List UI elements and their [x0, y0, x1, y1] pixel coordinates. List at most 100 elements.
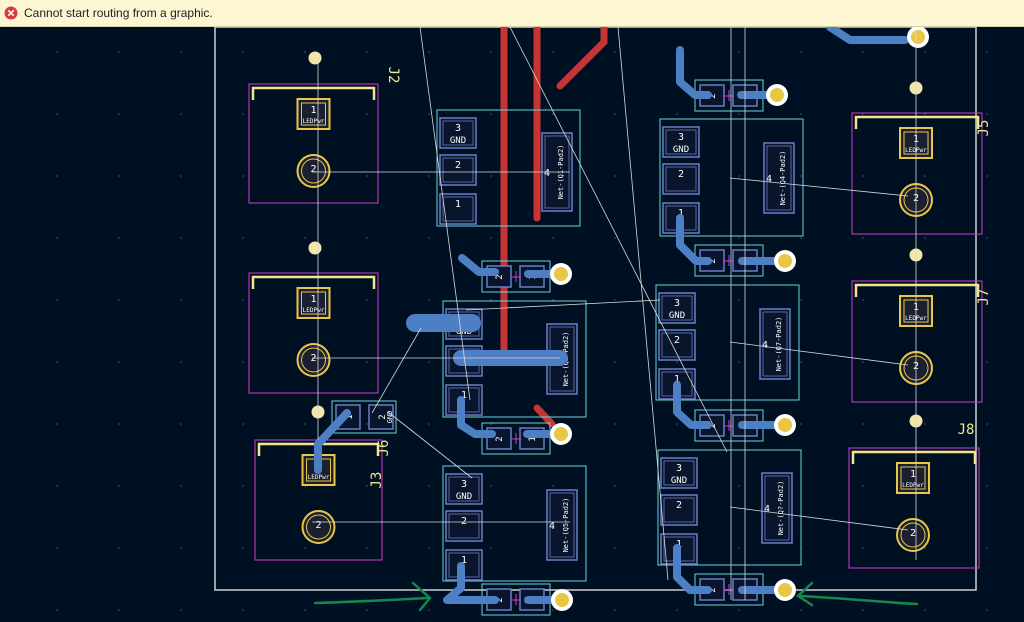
grid-dot — [428, 175, 430, 177]
pad-3[interactable] — [660, 457, 698, 489]
pad-2[interactable] — [301, 510, 336, 544]
grid-dot — [614, 361, 616, 363]
grid-dot — [304, 423, 306, 425]
pad-2[interactable] — [658, 329, 696, 361]
ratsnest-line — [729, 506, 909, 531]
ratsnest-line — [729, 341, 909, 366]
grid-dot — [428, 299, 430, 301]
grid-dot — [56, 423, 58, 425]
pad-inner — [766, 145, 792, 211]
pad-net-label: GND — [386, 411, 394, 424]
grid-dot — [800, 423, 802, 425]
pad-2[interactable] — [662, 163, 700, 195]
center-cross — [511, 271, 521, 282]
pad-4[interactable] — [546, 489, 578, 561]
pad-net-label: LEDPwr — [308, 474, 330, 481]
pad-inner — [661, 332, 693, 358]
via[interactable] — [308, 51, 322, 65]
pad-2[interactable] — [660, 494, 698, 526]
pad-number: 2 — [910, 528, 916, 539]
grid-dot — [428, 237, 430, 239]
connector-silkscreen — [851, 450, 977, 464]
pad-2[interactable] — [296, 154, 331, 188]
grid-dot — [862, 237, 864, 239]
grid-dot — [924, 113, 926, 115]
pad-2[interactable] — [439, 154, 477, 186]
pad-1[interactable] — [296, 98, 331, 130]
grid-dot — [986, 299, 988, 301]
grid-dot — [986, 547, 988, 549]
connector-courtyard — [851, 280, 983, 403]
grid-dot — [366, 237, 368, 239]
grid-dot — [862, 547, 864, 549]
connector-silkscreen — [854, 115, 980, 129]
pad-2[interactable] — [445, 510, 483, 542]
pad-4[interactable] — [763, 142, 795, 214]
pad-4[interactable] — [761, 472, 793, 544]
pad-2-inner — [900, 522, 926, 548]
grid-dot — [242, 485, 244, 487]
via-drill — [555, 593, 569, 607]
pad-2-inner — [306, 514, 331, 540]
pad-1-inner — [301, 291, 326, 315]
pad-number: 2 — [455, 160, 461, 171]
pad-inner — [442, 196, 474, 222]
grid-dot — [366, 51, 368, 53]
grid-dot — [986, 51, 988, 53]
grid-dot — [738, 361, 740, 363]
pad-net-label: GND — [450, 136, 466, 146]
pad-inner — [665, 129, 697, 155]
pad-number: 4 — [549, 521, 555, 532]
reference-designator: J6 — [376, 440, 392, 457]
connector-courtyard — [851, 112, 983, 235]
grid-dot — [118, 113, 120, 115]
pad-3[interactable] — [658, 292, 696, 324]
pad-3[interactable] — [662, 126, 700, 158]
grid-dot — [614, 113, 616, 115]
grid-dot — [180, 175, 182, 177]
header-pad[interactable] — [368, 404, 394, 430]
grid-dot — [366, 113, 368, 115]
pad-net-label: Net-(Q?-Pad2) — [777, 481, 785, 536]
ratsnest-line — [729, 177, 909, 197]
grid-dot — [242, 51, 244, 53]
grid-dot — [738, 113, 740, 115]
grid-dot — [490, 485, 492, 487]
pad-3[interactable] — [439, 117, 477, 149]
board-edge — [214, 27, 977, 591]
grid-dot — [986, 113, 988, 115]
center-cross — [724, 420, 734, 431]
pad-number: 1 — [674, 374, 680, 385]
grid-dot — [490, 237, 492, 239]
pad-inner — [448, 476, 480, 502]
grid-dot — [366, 609, 368, 611]
status-message: Cannot start routing from a graphic. — [24, 6, 213, 20]
pad-number: 2 — [708, 587, 718, 592]
pad-inner — [448, 513, 480, 539]
pcb-canvas[interactable]: 1LEDPwr2J21LEDPwr21LEDPwr2J31LEDPwr2J51L… — [0, 27, 1024, 622]
pad-1[interactable] — [296, 287, 331, 319]
grid-dot — [800, 237, 802, 239]
mosfet-courtyard — [436, 109, 581, 227]
grid-dot — [180, 547, 182, 549]
grid-dot — [800, 299, 802, 301]
via[interactable] — [308, 241, 322, 255]
pad-3[interactable] — [445, 473, 483, 505]
connector-courtyard — [248, 272, 379, 394]
pad-4[interactable] — [759, 308, 791, 380]
pad-2[interactable] — [296, 343, 331, 377]
pad-2[interactable] — [896, 518, 930, 552]
pad-1[interactable] — [896, 462, 930, 494]
mosfet-courtyard — [659, 118, 804, 237]
pad-number: 2 — [461, 516, 467, 527]
